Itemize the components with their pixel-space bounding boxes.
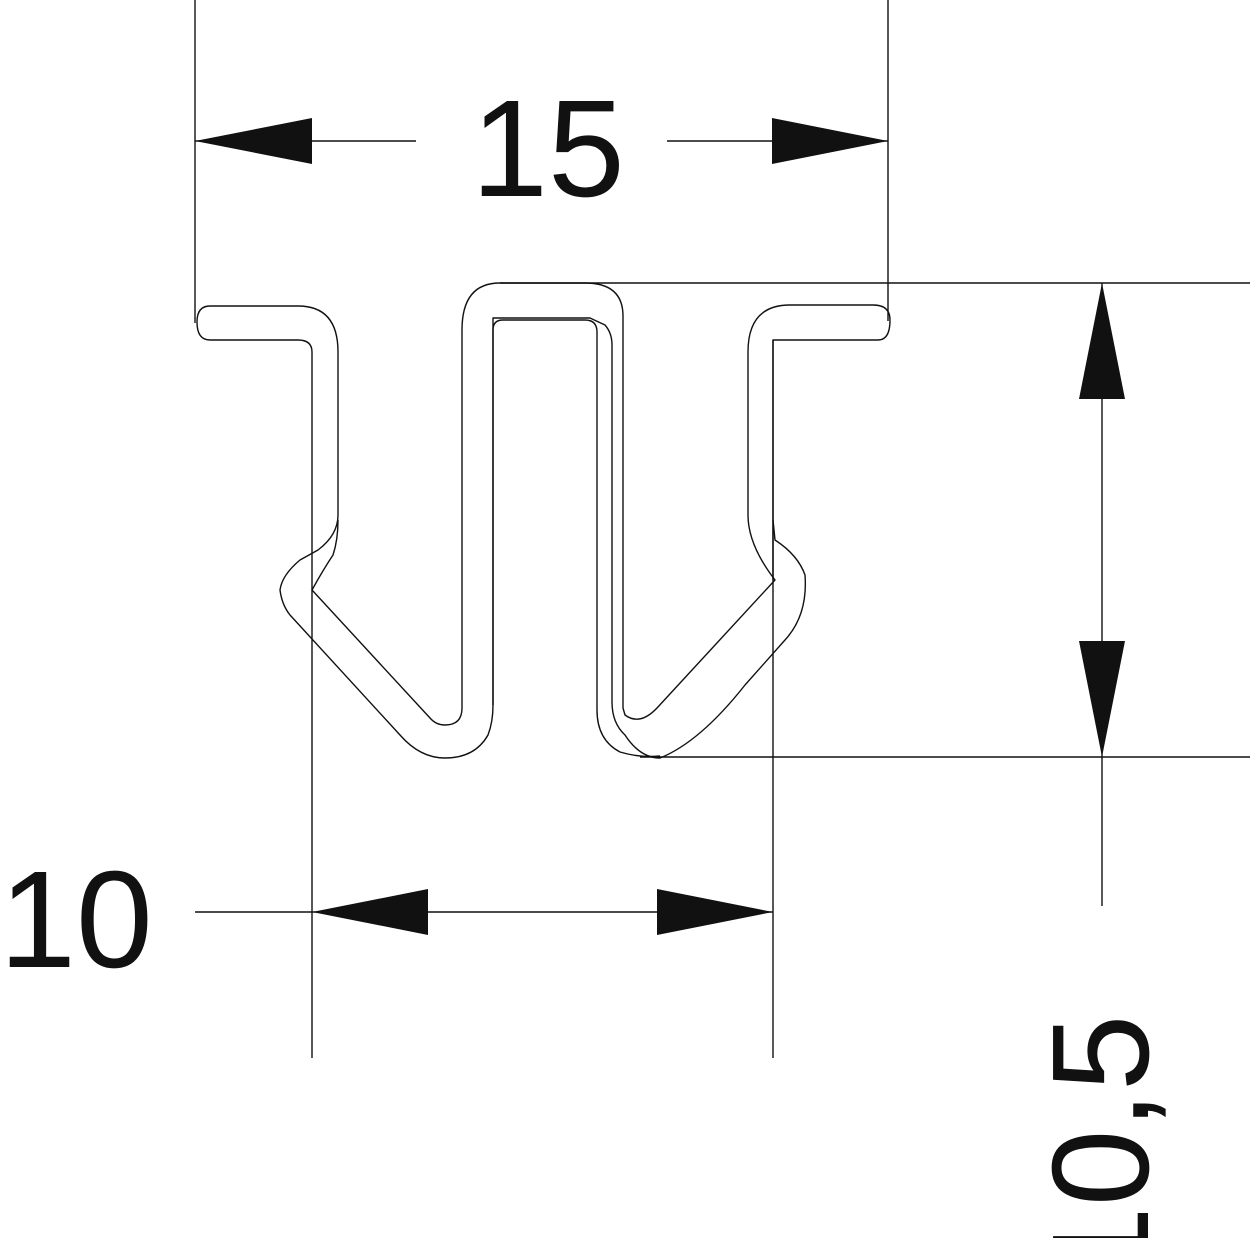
profile-outer-contour [210, 282, 891, 759]
dimension-label-10: 10 [0, 843, 153, 997]
arrowhead-10-left [312, 889, 428, 935]
dimension-label-15: 15 [471, 72, 625, 226]
arrowhead-10-5-bottom [1079, 641, 1125, 757]
dimension-label-10-5: 10,5 [1024, 1014, 1178, 1238]
profile-inner-contour [492, 319, 661, 758]
dimension-inner-width: 10 [0, 843, 773, 997]
dimension-overall-height: 10,5 [1024, 283, 1178, 1238]
dimension-overall-width: 15 [195, 72, 888, 226]
profile-left-flange [196, 305, 313, 520]
arrowhead-15-left [195, 118, 312, 164]
arrowhead-10-5-top [1079, 283, 1125, 399]
profile-cross-section [196, 282, 891, 759]
extension-lines [194, 0, 1250, 1058]
arrowhead-10-right [657, 889, 773, 935]
arrowhead-15-right [772, 118, 888, 164]
